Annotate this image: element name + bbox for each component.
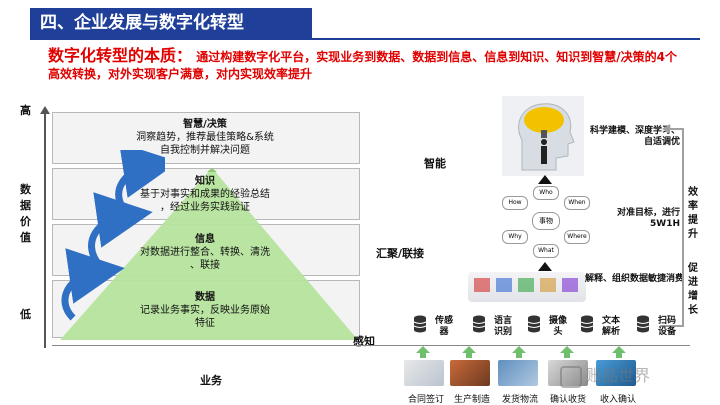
growth-label: 促进增长 xyxy=(688,263,698,316)
level-information: 信息 对数据进行整合、转换、清洗 、联接 xyxy=(120,233,290,272)
value-pyramid xyxy=(60,168,358,340)
data-dashboard-strip xyxy=(468,272,586,302)
chart-thumbnail-icon xyxy=(562,278,578,292)
desc-target: 对准目标，进行5W1H xyxy=(616,208,680,229)
level-knowledge-title: 知识 xyxy=(195,176,215,187)
up-arrow-green-icon xyxy=(560,346,574,358)
y-axis-line xyxy=(44,112,46,348)
bottom-label: 确认收货 xyxy=(549,395,586,405)
label-business: 业务 xyxy=(200,374,222,387)
chart-thumbnail-icon xyxy=(518,278,534,292)
desc-parse: 解释、组织数据敏捷消费 xyxy=(584,274,684,284)
y-axis-low: 低 xyxy=(20,308,31,321)
bottom-label: 合同签订 xyxy=(407,395,444,405)
bottom-label: 发货物流 xyxy=(501,395,538,405)
header-underline xyxy=(30,38,700,40)
w-node-where: Where xyxy=(564,230,590,244)
sensor-label: 传感器 xyxy=(434,316,453,337)
subtitle-lead: 数字化转型的本质： xyxy=(48,46,193,65)
up-arrow-icon xyxy=(538,175,552,184)
database-icon xyxy=(580,315,594,333)
subtitle: 数字化转型的本质： 通过构建数字化平台，实现业务到数据、数据到信息、信息到知识、… xyxy=(48,47,688,83)
database-icon xyxy=(472,315,486,333)
y-axis-label: 数据价值 xyxy=(20,183,31,244)
feedback-bottom-line xyxy=(660,325,684,327)
level-knowledge: 知识 基于对事实和成果的经验总结 ，经过业务实践验证 xyxy=(120,175,290,214)
revenue-photo xyxy=(596,360,636,386)
arrow-left-icon xyxy=(662,124,670,134)
chart-thumbnail-icon xyxy=(496,278,512,292)
efficiency-label: 效率提升 xyxy=(688,187,698,240)
thinking-head-icon xyxy=(502,96,584,176)
up-arrow-green-icon xyxy=(612,346,626,358)
level-wisdom-line2: 自我控制并解决问题 xyxy=(160,145,250,156)
sensor-label: 摄像头 xyxy=(548,316,567,337)
y-axis-high: 高 xyxy=(20,104,31,117)
bottom-label: 收入确认 xyxy=(599,395,636,405)
up-arrow-green-icon xyxy=(512,346,526,358)
feedback-top-line xyxy=(668,128,684,130)
level-data-line2: 特征 xyxy=(195,318,215,329)
factory-photo xyxy=(450,360,490,386)
sensor-row-line xyxy=(400,345,690,346)
5w1h-center: 事物 xyxy=(532,212,560,230)
watermark-text: 账品世界 xyxy=(586,366,651,385)
sensor-label: 语言识别 xyxy=(493,316,512,337)
up-arrow-icon xyxy=(538,262,552,271)
subtitle-text: 通过构建数字化平台，实现业务到数据、数据到信息、信息到知识、知识到智慧/决策的4… xyxy=(48,50,677,81)
database-icon xyxy=(527,315,541,333)
section-title: 四、企业发展与数字化转型 xyxy=(30,8,312,38)
database-icon xyxy=(413,315,427,333)
label-perceive: 感知 xyxy=(353,335,375,348)
bottom-label: 生产制造 xyxy=(453,395,490,405)
level-data-title: 数据 xyxy=(195,292,215,303)
w-node-when: When xyxy=(564,196,590,210)
chart-thumbnail-icon xyxy=(540,278,556,292)
sensor-label: 扫码设备 xyxy=(657,316,676,337)
level-wisdom-title: 智慧/决策 xyxy=(183,119,227,130)
logistics-photo xyxy=(498,360,538,386)
level-wisdom: 智慧/决策 洞察趋势，推荐最佳策略&系统 自我控制并解决问题 xyxy=(120,118,290,157)
level-data-line1: 记录业务事实，反映业务原始 xyxy=(140,305,270,316)
watermark-logo-icon xyxy=(560,365,582,388)
level-information-line1: 对数据进行整合、转换、清洗 xyxy=(140,247,270,258)
up-arrow-green-icon xyxy=(416,346,430,358)
level-information-title: 信息 xyxy=(195,234,215,245)
contract-photo xyxy=(404,360,444,386)
database-icon xyxy=(636,315,650,333)
watermark: 账品世界 xyxy=(560,362,650,388)
feedback-line xyxy=(682,128,684,326)
conversion-arrows xyxy=(61,150,165,321)
w-node-why: Why xyxy=(502,230,528,244)
sensor-label: 文本解析 xyxy=(601,316,620,337)
level-box-wisdom xyxy=(52,112,360,164)
level-wisdom-line1: 洞察趋势，推荐最佳策略&系统 xyxy=(136,132,274,143)
level-data: 数据 记录业务事实，反映业务原始 特征 xyxy=(120,291,290,330)
up-arrow-green-icon xyxy=(462,346,476,358)
y-axis-arrow-icon xyxy=(40,106,50,114)
label-aggregate: 汇聚/联接 xyxy=(376,247,425,260)
level-knowledge-line2: ，经过业务实践验证 xyxy=(160,202,250,213)
level-information-line2: 、联接 xyxy=(190,260,220,271)
chart-thumbnail-icon xyxy=(474,278,490,292)
w-node-who: Who xyxy=(533,186,559,200)
w-node-what: What xyxy=(533,244,559,258)
level-knowledge-line1: 基于对事实和成果的经验总结 xyxy=(140,189,270,200)
label-smart: 智能 xyxy=(424,157,446,170)
5w1h-diagram: 事物 Who When Where How What Why xyxy=(500,186,590,258)
business-line xyxy=(52,345,402,346)
desc-modeling: 科学建模、深度学习、自适调优 xyxy=(589,126,680,147)
w-node-how: How xyxy=(502,196,528,210)
